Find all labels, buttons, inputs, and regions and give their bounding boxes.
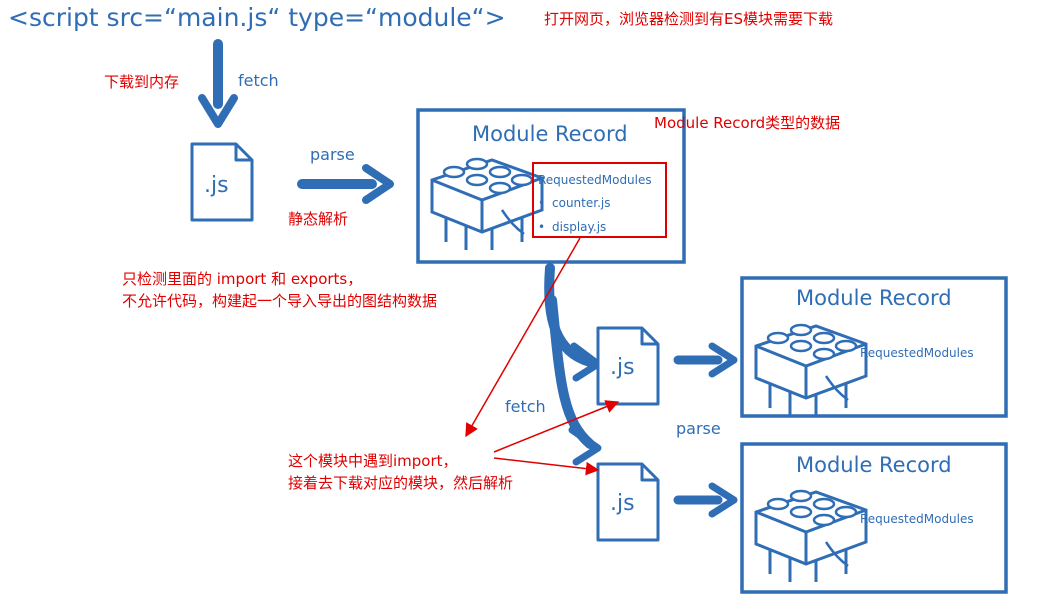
parse-arrow-lower bbox=[673, 482, 738, 518]
dep-counter-js: counter.js bbox=[552, 196, 610, 210]
parse-arrow-upper bbox=[673, 342, 738, 378]
fetch-curved-arrows bbox=[544, 263, 602, 466]
module-record-title-3: Module Record bbox=[796, 453, 952, 477]
note-open-page: 打开网页，浏览器检测到有ES模块需要下载 bbox=[544, 10, 833, 28]
dep-display-js: display.js bbox=[552, 220, 606, 234]
fetch-down-arrow bbox=[198, 39, 238, 128]
js-file-label-2: .js bbox=[610, 355, 635, 380]
dep-bullet-2: • bbox=[538, 220, 545, 234]
note-record-type: Module Record类型的数据 bbox=[654, 114, 840, 132]
note-encounter-line1: 这个模块中遇到import， bbox=[288, 452, 458, 470]
requested-modules-label-3: RequestedModules bbox=[860, 512, 974, 526]
note-only-detect-line1: 只检测里面的 import 和 exports， bbox=[122, 270, 362, 288]
note-only-detect-line2: 不允许代码，构建起一个导入导出的图结构数据 bbox=[122, 292, 437, 310]
dep-bullet-1: • bbox=[538, 196, 545, 210]
parse-label-top: parse bbox=[310, 145, 355, 164]
note-static-parse: 静态解析 bbox=[288, 210, 348, 228]
module-record-title-2: Module Record bbox=[796, 286, 952, 310]
requested-modules-label: RequestedModules bbox=[538, 173, 652, 187]
module-record-main: Module Record RequestedModules • counter… bbox=[416, 108, 686, 264]
requested-modules-highlight bbox=[532, 162, 667, 238]
parse-label-lower: parse bbox=[676, 419, 721, 438]
js-file-counter: .js bbox=[596, 326, 660, 406]
note-download-to-memory: 下载到内存 bbox=[104, 73, 179, 91]
js-file-label: .js bbox=[204, 173, 229, 198]
js-file-display: .js bbox=[596, 462, 660, 542]
note-encounter-line2: 接着去下载对应的模块，然后解析 bbox=[288, 474, 513, 492]
fetch-label-middle: fetch bbox=[505, 397, 546, 416]
requested-modules-label-2: RequestedModules bbox=[860, 346, 974, 360]
js-file-label-3: .js bbox=[610, 491, 635, 516]
script-tag-text: <script src=“main.js“ type=“module“> bbox=[8, 3, 506, 32]
fetch-label-top: fetch bbox=[238, 71, 279, 90]
module-record-display: Module Record RequestedModules bbox=[740, 442, 1008, 594]
module-record-counter: Module Record RequestedModules bbox=[740, 276, 1008, 418]
red-annotation-arrows bbox=[465, 237, 620, 476]
js-file-main: .js bbox=[190, 142, 254, 222]
module-record-title: Module Record bbox=[472, 122, 628, 146]
parse-right-arrow bbox=[297, 164, 394, 204]
